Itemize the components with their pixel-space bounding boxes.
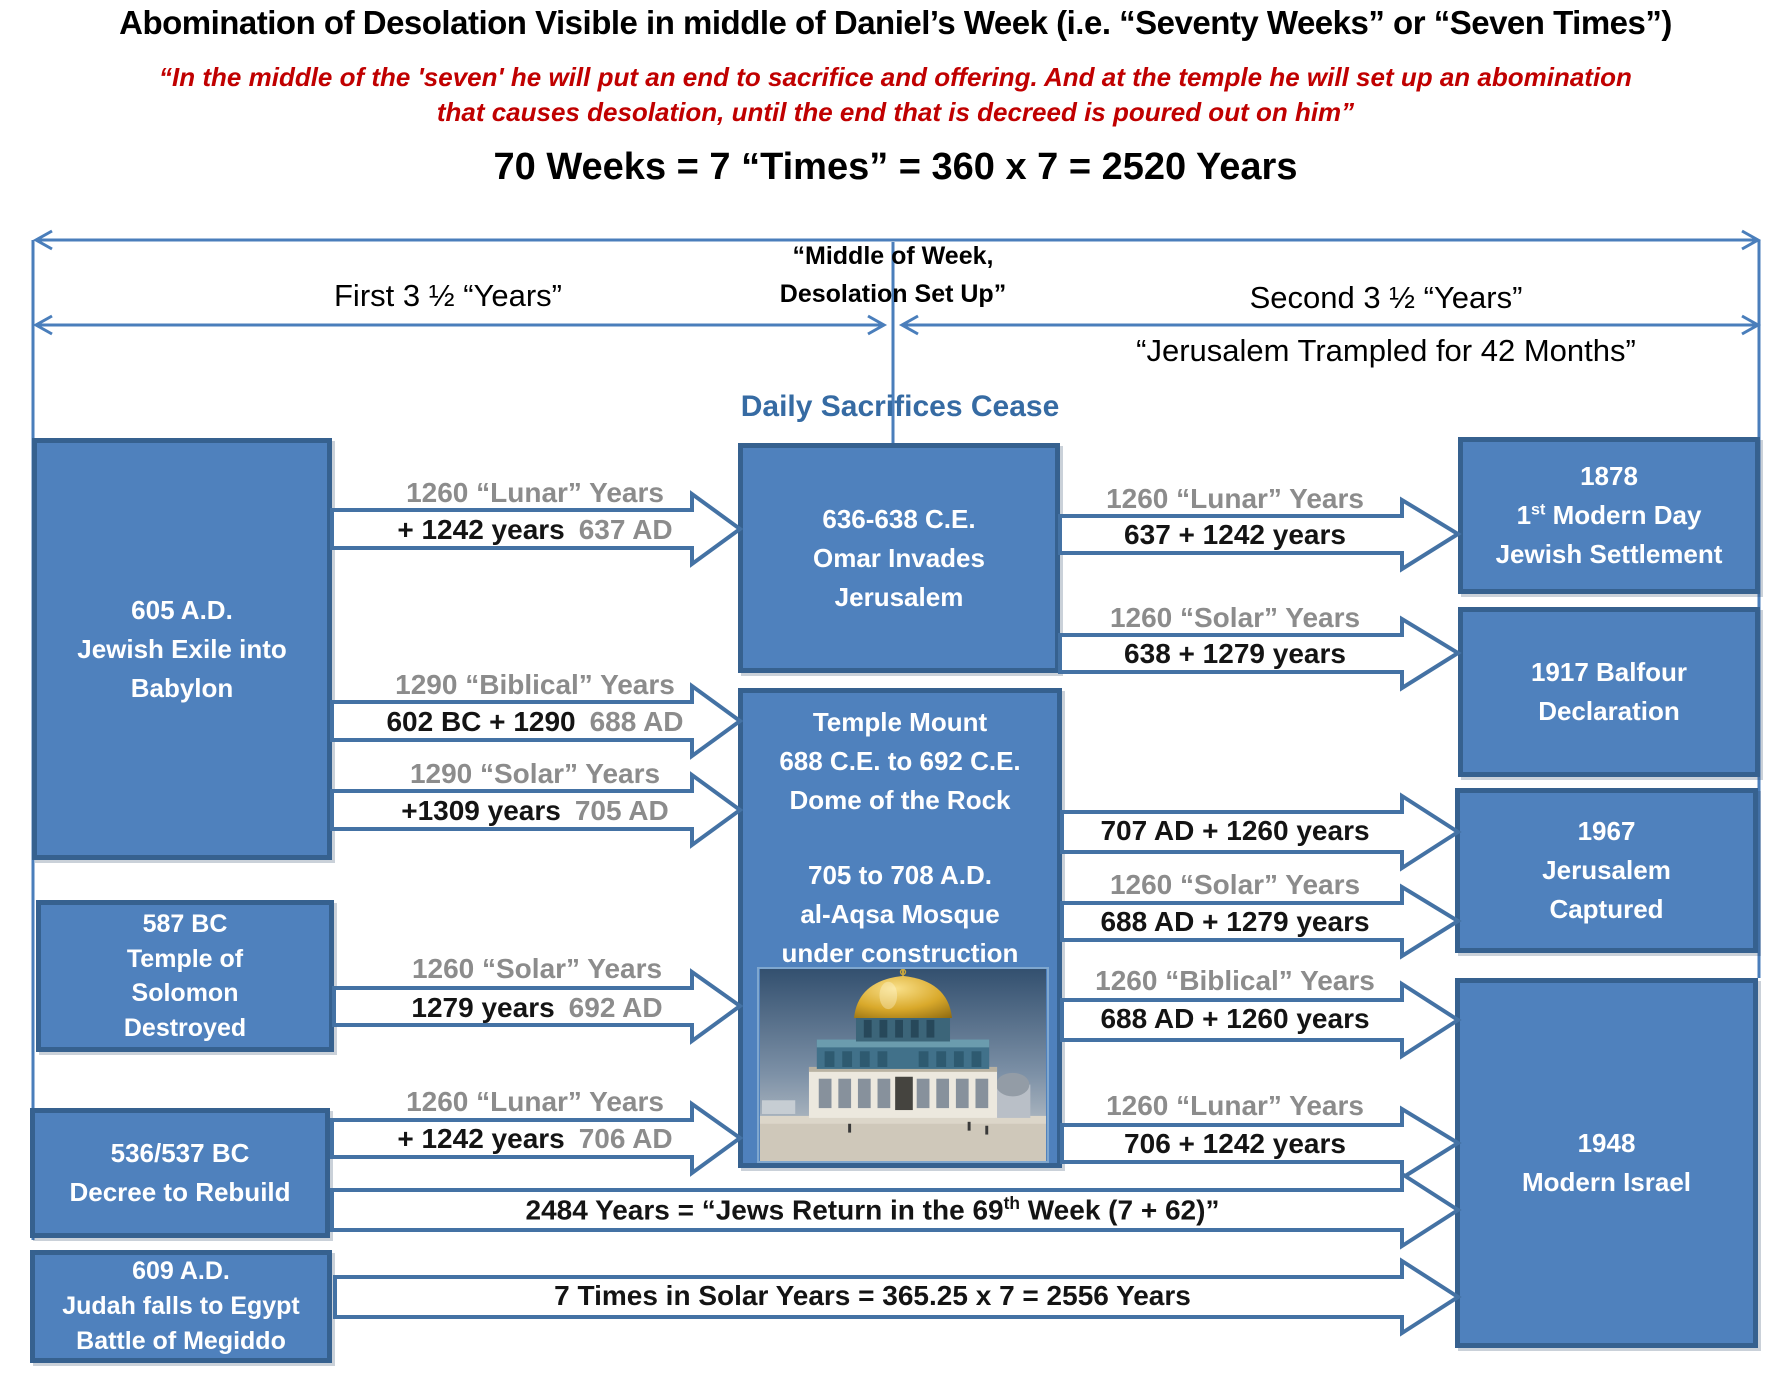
arrow-label: 1260 “Lunar” Years (406, 1086, 664, 1117)
event-line: Babylon (130, 672, 234, 703)
event-line: 587 BC (142, 910, 228, 938)
arrow-value: 706 + 1242 years (1124, 1128, 1346, 1159)
event-line: Jerusalem (834, 581, 964, 612)
arrow-label: 1260 “Lunar” Years (1106, 1090, 1364, 1121)
arrow-label: 1260 “Biblical” Years (1095, 965, 1375, 996)
second-half-label: Second 3 ½ “Years” (1249, 280, 1523, 315)
middle-of-week-label-line2: Desolation Set Up” (779, 280, 1007, 308)
event-line: 1967 (1577, 816, 1636, 846)
event-box-decree-rebuild: 536/537 BC Decree to Rebuild (30, 1108, 330, 1238)
page-title: Abomination of Desolation Visible in mid… (119, 4, 1672, 41)
event-line: 705 to 708 A.D. (807, 860, 992, 890)
event-line: Temple Mount (812, 707, 988, 737)
first-half-label: First 3 ½ “Years” (334, 278, 562, 313)
arrow-label: 1260 “Solar” Years (411, 953, 663, 984)
arrow-label: 1260 “Solar” Years (1109, 602, 1361, 633)
arrow-label: 1260 “Lunar” Years (406, 477, 664, 508)
event-box-jewish-exile: 605 A.D. Jewish Exile into Babylon (32, 438, 332, 860)
event-line: 1948 (1577, 1128, 1636, 1158)
event-line: 609 A.D. (132, 1257, 230, 1285)
event-line: Omar Invades (813, 542, 985, 573)
event-box-omar-invades: 636-638 C.E. Omar Invades Jerusalem (738, 443, 1060, 673)
jews-return-arrow-label: 2484 Years = “Jews Return in the 69th We… (525, 1193, 1220, 1226)
arrow-value: 688 AD + 1279 years (1100, 906, 1370, 937)
event-line: Decree to Rebuild (69, 1177, 291, 1207)
event-line: Declaration (1538, 696, 1680, 726)
seven-times-arrow-label: 7 Times in Solar Years = 365.25 x 7 = 25… (554, 1280, 1191, 1311)
event-line: Jewish Settlement (1495, 539, 1723, 569)
event-box-temple-mount: Temple Mount 688 C.E. to 692 C.E. Dome o… (738, 688, 1062, 1168)
scripture-quote-line1: “In the middle of the 'seven' he will pu… (159, 62, 1632, 92)
event-line: 636-638 C.E. (822, 503, 976, 534)
event-box-megiddo: 609 A.D. Judah falls to Egypt Battle of … (30, 1250, 332, 1363)
arrow-value: 688 AD + 1260 years (1100, 1003, 1370, 1034)
arrow-label: 1290 “Biblical” Years (395, 669, 675, 700)
event-line: 1st Modern Day (1516, 500, 1702, 530)
event-line: Modern Israel (1521, 1167, 1692, 1197)
event-line: al-Aqsa Mosque (800, 899, 1000, 929)
event-line: Temple of (126, 944, 244, 973)
event-box-temple-destroyed: 587 BC Temple of Solomon Destroyed (36, 900, 334, 1052)
event-line: Battle of Megiddo (76, 1327, 286, 1355)
event-line: Dome of the Rock (789, 785, 1011, 815)
event-box-jewish-settlement: 1878 1st Modern Day Jewish Settlement (1458, 437, 1760, 594)
event-line: 1878 (1580, 461, 1638, 491)
event-line: Destroyed (123, 1013, 247, 1042)
event-line: Jewish Exile into (77, 633, 287, 664)
event-line: 688 C.E. to 692 C.E. (779, 746, 1021, 776)
middle-of-week-label-line1: “Middle of Week, (792, 242, 994, 270)
daily-sacrifices-label: Daily Sacrifices Cease (740, 390, 1060, 423)
event-line: Jerusalem (1542, 855, 1671, 885)
trampled-label: “Jerusalem Trampled for 42 Months” (1136, 333, 1636, 368)
dome-of-the-rock-photo (757, 967, 1049, 1163)
arrow-label: 1260 “Solar” Years (1109, 869, 1361, 900)
arrow-value: 707 AD + 1260 years (1100, 815, 1370, 846)
event-line: under construction (781, 938, 1019, 968)
event-box-modern-israel: 1948 Modern Israel (1455, 978, 1758, 1348)
weeks-equation: 70 Weeks = 7 “Times” = 360 x 7 = 2520 Ye… (493, 146, 1298, 188)
arrow-label: 1290 “Solar” Years (409, 758, 661, 789)
event-line: 536/537 BC (110, 1138, 250, 1168)
event-line: Judah falls to Egypt (62, 1292, 300, 1320)
arrow-value: 637 + 1242 years (1124, 519, 1346, 550)
event-box-balfour: 1917 Balfour Declaration (1458, 607, 1760, 777)
arrow-label: 1260 “Lunar” Years (1106, 483, 1364, 514)
event-line: 605 A.D. (131, 594, 233, 625)
event-line: Solomon (131, 979, 239, 1007)
event-line: Captured (1549, 894, 1664, 924)
arrow-value: 638 + 1279 years (1124, 638, 1346, 669)
event-line: 1917 Balfour (1530, 657, 1688, 687)
scripture-quote-line2: that causes desolation, until the end th… (436, 97, 1355, 127)
event-box-jerusalem-captured: 1967 Jerusalem Captured (1455, 788, 1758, 953)
